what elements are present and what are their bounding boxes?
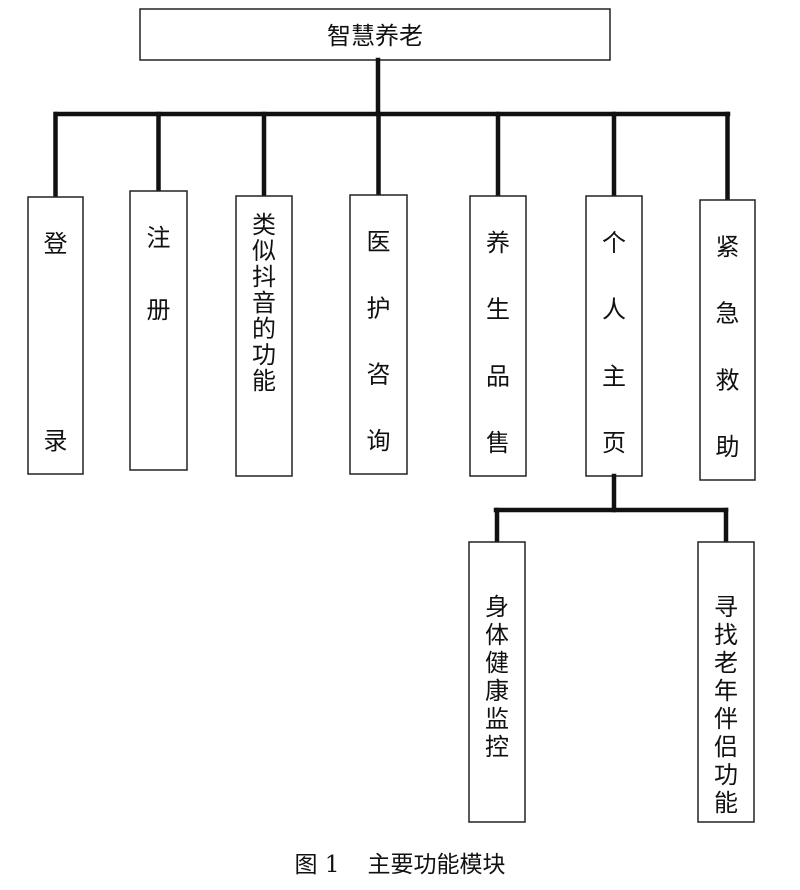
root-node [139, 8, 611, 61]
submodule-partner-char: 老 [714, 649, 738, 677]
module-home-char: 个 [602, 229, 626, 257]
module-diagram: 智慧养老登录注册类似抖音的功能医护咨询养生品售个人主页紧急救助身体健康监控寻找老… [27, 8, 756, 823]
module-home-char: 主 [602, 362, 626, 390]
module-rescue-char: 急 [716, 300, 740, 328]
module-rescue-char: 救 [716, 366, 740, 394]
module-consult-char: 护 [367, 294, 391, 322]
submodule-health-char: 监 [485, 705, 509, 733]
module-douyin-char: 功 [252, 341, 276, 369]
module-login [27, 196, 84, 475]
module-shop-char: 售 [486, 429, 510, 457]
module-consult-char: 咨 [367, 361, 391, 389]
module-shop [469, 195, 527, 477]
module-shop-char: 养 [486, 229, 510, 257]
submodule-partner-char: 能 [714, 789, 738, 817]
submodule-partner-char: 找 [714, 621, 738, 649]
module-consult [349, 194, 408, 475]
module-douyin-char: 的 [252, 315, 276, 343]
module-login-char: 录 [44, 427, 68, 455]
submodule-health [468, 541, 526, 823]
submodule-health-char: 控 [485, 733, 509, 761]
module-login-char: 登 [44, 230, 68, 258]
submodule-partner-char: 侣 [714, 733, 738, 761]
submodule-health-char: 健 [485, 649, 509, 677]
figure-caption: 图 1 主要功能模块 [0, 845, 800, 879]
module-douyin-char: 抖 [252, 263, 276, 291]
module-home-char: 页 [602, 429, 626, 457]
submodule-health-char: 康 [485, 677, 509, 705]
submodule-partner-char: 年 [714, 677, 738, 705]
module-register-char: 册 [147, 296, 171, 324]
module-register [129, 190, 188, 471]
module-rescue-char: 助 [716, 433, 740, 461]
root-label: 智慧养老 [327, 22, 423, 50]
caption-title: 主要功能模块 [367, 852, 506, 878]
module-rescue-char: 紧 [716, 233, 740, 261]
submodule-health-char: 体 [485, 621, 509, 649]
submodule-partner-char: 功 [714, 761, 738, 789]
module-home [585, 195, 643, 477]
submodule-partner-char: 寻 [714, 593, 738, 621]
module-douyin-char: 能 [252, 367, 276, 395]
module-douyin-char: 类 [252, 211, 276, 239]
module-register-char: 注 [147, 224, 171, 252]
module-home-char: 人 [602, 296, 626, 324]
module-consult-char: 医 [367, 228, 391, 256]
module-shop-char: 品 [486, 362, 510, 390]
module-shop-char: 生 [486, 296, 510, 324]
submodule-health-char: 身 [485, 593, 509, 621]
module-douyin [235, 195, 293, 477]
module-douyin-char: 似 [252, 237, 276, 265]
submodule-partner [697, 541, 755, 823]
caption-number: 图 1 [294, 852, 340, 878]
module-rescue [699, 199, 756, 481]
module-consult-char: 询 [367, 427, 391, 455]
module-douyin-char: 音 [252, 289, 276, 317]
submodule-partner-char: 伴 [714, 705, 738, 733]
